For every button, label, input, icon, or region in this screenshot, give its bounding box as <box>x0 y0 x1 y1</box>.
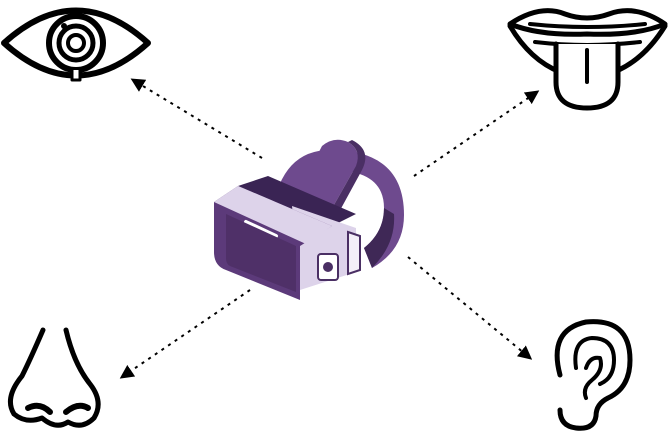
vr-headset-icon <box>214 139 404 300</box>
eye-icon <box>1 7 151 82</box>
nose-icon <box>7 327 101 428</box>
arrow-to-ear <box>407 256 533 360</box>
ear-icon <box>554 319 633 431</box>
arrow-to-nose <box>119 289 251 379</box>
arrow-to-eye <box>130 78 263 159</box>
mouth-tongue-icon <box>507 8 668 111</box>
arrow-to-mouth <box>413 90 540 177</box>
connectors <box>119 78 540 379</box>
